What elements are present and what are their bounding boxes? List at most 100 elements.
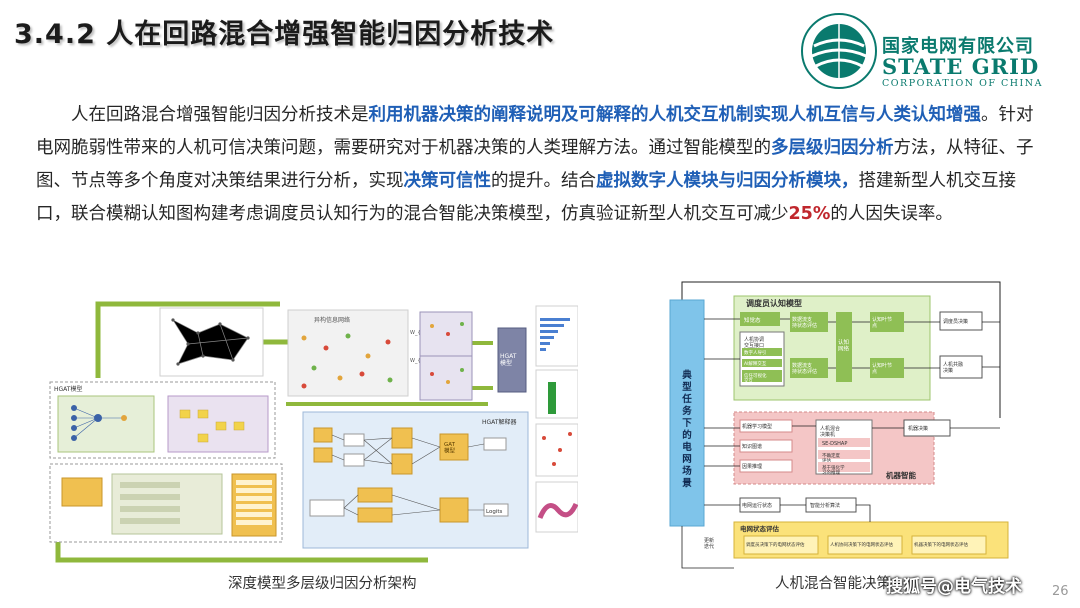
para-text-2: 。针对电网脆弱性带来的人机可信决策问题，需要研究对于机器决策的人类理解方法。通过… <box>36 105 1034 158</box>
attribution-architecture-diagram: 异构信息网络 W_{r1} W_{r2} HGAT模型 HGAT模型 <box>49 301 578 563</box>
eval-dispatcher <box>743 535 819 555</box>
cog-state-eval-1-label: 数据流支持状态评估 <box>792 316 817 329</box>
para-highlight-2: 多层级归因分析 <box>771 138 894 158</box>
logo-en-name: STATE GRID <box>882 54 1040 79</box>
decoder-out-1 <box>483 437 507 451</box>
cog-network-label: 认知网络 <box>838 338 850 352</box>
cog-item-perception <box>740 312 780 326</box>
decoder-bottom-3 <box>357 507 393 523</box>
attention-net-lines <box>73 407 124 439</box>
grid-eval-title: 电网状态评估 <box>740 524 780 533</box>
decoder-mid-2 <box>391 453 413 475</box>
dispatcher-decision <box>939 311 983 331</box>
aggregation-input <box>61 477 103 507</box>
para-highlight-1: 利用机器决策的阐释说明及可解释的人机交互机制实现人机互信与人类认知增强 <box>368 105 982 125</box>
eval-hybrid <box>827 535 903 555</box>
attention-net-nodes <box>71 405 127 441</box>
output-scatter-chart <box>535 423 578 477</box>
output-heat-curve <box>537 502 578 519</box>
machine-uncertainty <box>818 450 870 459</box>
hgat-decoder-title: HGAT解释器 <box>482 418 516 426</box>
machine-decision-label: 机器决策 <box>908 425 928 432</box>
metapath-net-2 <box>419 355 473 401</box>
machine-ml-model-label: 机器学习模型 <box>742 423 772 430</box>
machine-rl-reasoning <box>818 462 870 472</box>
logo-cn-text: 国家电网有限公司 <box>882 36 1034 57</box>
decoder-node-1 <box>343 433 365 447</box>
para-text-5: 搭建新型人机交互接口，联合模糊认知图构建考虑调度员认知行为的混合智能决策模型，仿… <box>36 171 1016 224</box>
hgat-decoder-container <box>302 411 529 549</box>
machine-mid-title: 人机混合决策机 <box>820 425 840 438</box>
decoder-bottom-1 <box>309 499 345 517</box>
output-green-bar <box>548 382 556 414</box>
state-grid-logo: 国家电网有限公司 STATE GRID CORPORATION OF CHINA <box>800 12 1065 92</box>
machine-kg-label: 知识图谱 <box>742 443 762 450</box>
watermark: 搜狐号@电气技术 <box>886 577 1022 597</box>
aggregation-output-rows <box>236 480 272 525</box>
para-text-4: 的提升。结合 <box>491 171 596 191</box>
cog-leaf-1-label: 认知叶节点 <box>872 316 892 329</box>
cog-ai-explain-label: AI解释交互 <box>744 360 767 367</box>
decoder-node-2 <box>343 453 365 467</box>
eval-dispatcher-label: 调度员决策下的电网状态评估 <box>746 541 805 548</box>
decoder-mid-1 <box>391 427 413 449</box>
para-highlight-4: 虚拟数字人模块与归因分析模块， <box>596 171 859 191</box>
machine-uncertainty-label: 不确定度评估 <box>822 452 840 464</box>
connector-mid <box>286 402 488 406</box>
right-figure-caption: 人机混合智能决策 <box>775 576 891 592</box>
output-scatter-points <box>542 432 572 466</box>
feedback-line-top <box>681 281 1001 418</box>
cog-digital-human-label: 数字人导引 <box>744 349 767 356</box>
dispatcher-decision-label: 调度员决策 <box>943 318 968 325</box>
para-highlight-percent: 25% <box>788 204 831 224</box>
cog-interface-label: 人机协调交互接口 <box>744 336 764 349</box>
eval-hybrid-label: 人机协同决策下的电网状态评估 <box>830 541 893 548</box>
attention-squares <box>179 409 245 443</box>
hgat-model-box <box>497 327 527 393</box>
machine-rl-reasoning-label: 基于强化学习的推理 <box>822 464 845 476</box>
cog-state-eval-2 <box>790 358 828 378</box>
cog-state-eval-1 <box>790 312 828 332</box>
connector-top <box>95 301 280 378</box>
cog-leaf-2-label: 认知叶节点 <box>872 362 892 375</box>
machine-se-dshap <box>818 438 870 447</box>
cog-leaf-2 <box>870 358 904 378</box>
cog-state-eval-2-label: 数据流支持状态评估 <box>792 362 817 375</box>
logo-en-sub: CORPORATION OF CHINA <box>882 78 1043 89</box>
body-paragraph: 人在回路混合增强智能归因分析技术是利用机器决策的阐释说明及可解释的人机交互机制实… <box>36 99 1048 231</box>
fusion-decision-label: 人机共融决策 <box>943 361 963 374</box>
loop-label: 更新迭代 <box>704 537 714 550</box>
attention-block-1 <box>57 395 155 453</box>
hetero-network-label: 异构信息网络 <box>314 316 350 324</box>
left-figure-caption: 深度模型多层级归因分析架构 <box>228 576 417 592</box>
output-green-chart <box>535 369 578 419</box>
cog-digital-human <box>742 348 782 356</box>
cog-ai-explain <box>742 359 782 367</box>
scenario-bar-label: 典型任务下的电网场景 <box>681 369 692 489</box>
decision-arrows <box>681 318 1000 569</box>
decoder-bottom-2 <box>357 487 393 503</box>
hetero-network-panel <box>287 309 409 397</box>
intelligent-algorithm-label: 智能分析算法 <box>810 502 840 509</box>
eval-machine-label: 机器决策下的电网状态评估 <box>914 541 968 548</box>
metapath-nodes <box>430 322 464 384</box>
hetero-network-nodes <box>301 333 393 389</box>
para-text-6: 的人因失误率。 <box>830 204 953 224</box>
grid-graph-nodes <box>171 318 250 366</box>
connector-outputs <box>471 341 493 490</box>
cog-leaf-1 <box>870 312 904 332</box>
machine-se-dshap-label: SE-DSHAP <box>822 441 847 447</box>
decoder-input-1 <box>313 427 333 443</box>
hgat-model-title: HGAT模型 <box>54 385 82 393</box>
grid-run-state-label: 电网运行状态 <box>742 502 772 509</box>
decoder-input-2 <box>313 447 333 463</box>
connector-bottom <box>55 538 428 563</box>
para-highlight-3: 决策可信性 <box>403 171 492 191</box>
hybrid-decision-diagram: 典型任务下的电网场景 调度员认知模型 知觉态 人机协调交互接口 数字人导引 AI… <box>669 281 1009 569</box>
cog-trust-viz <box>742 370 782 382</box>
cog-trust-viz-label: 信任可视化交互 <box>744 372 767 384</box>
decoder-logits-label: Logits <box>486 509 503 515</box>
cog-item-perception-label: 知觉态 <box>744 316 761 324</box>
